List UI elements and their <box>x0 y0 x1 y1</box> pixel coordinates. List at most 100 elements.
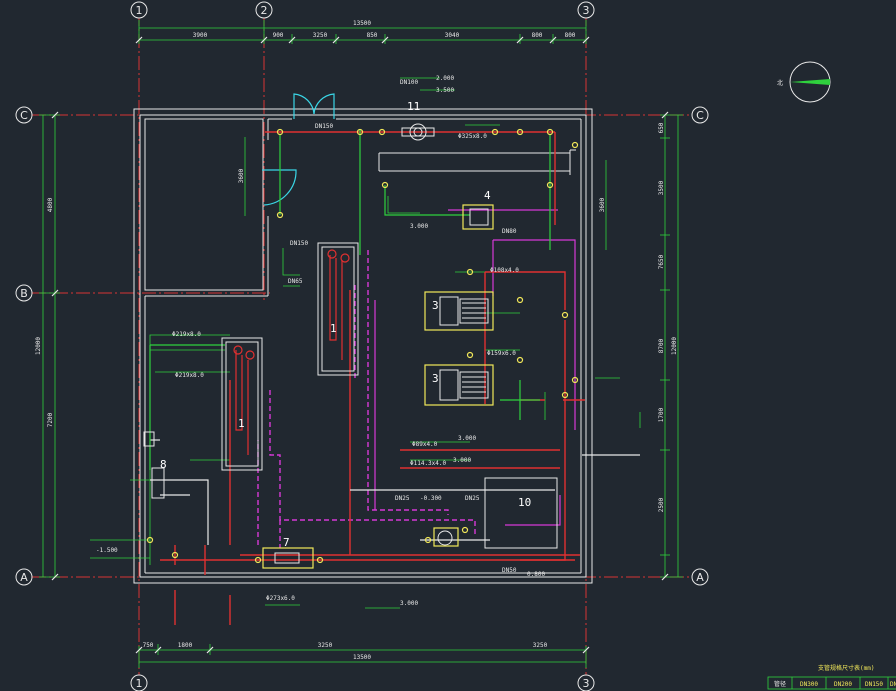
label-pipe-a: Φ219x8.0 <box>172 331 201 338</box>
dimension-ticks <box>51 36 669 654</box>
eq-label-3b: 3 <box>432 372 439 385</box>
walls <box>133 108 593 584</box>
dim-right-1: 8700 <box>658 338 665 353</box>
axis-label-1-top: 1 <box>136 4 143 17</box>
label-elev-3000-c: 3.000 <box>453 457 471 464</box>
dim-r-a: 650 <box>658 122 665 133</box>
axis-label-a-right: A <box>696 571 704 584</box>
legend-title: 支管规格尺寸表(mm) <box>818 664 874 672</box>
pipes-white <box>150 439 640 545</box>
equipment-yellow <box>262 204 494 569</box>
axis-bubble-labels: 1 2 3 1 3 C B A C A <box>20 4 704 690</box>
dim-right-2: 12000 <box>671 337 678 355</box>
label-elev-0300: -0.300 <box>420 495 442 502</box>
axis-label-b-left: B <box>20 287 28 300</box>
label-dn25-b: DN25 <box>465 495 480 502</box>
label-elev-2000: 2.000 <box>436 75 454 82</box>
pipes-red <box>160 131 585 625</box>
dim-bottom-3: 3250 <box>318 642 333 649</box>
dim-r-c: 7650 <box>658 254 665 269</box>
label-elev-3000-a: 3.000 <box>410 223 428 230</box>
label-pipe-b: Φ219x8.0 <box>175 372 204 379</box>
compass-arrow-icon <box>790 79 830 85</box>
equipment-white <box>143 123 558 564</box>
axis-label-2-top: 2 <box>261 4 268 17</box>
label-pipe-d: Φ114.3x4.0 <box>410 460 447 467</box>
label-dn150-a: DN150 <box>315 123 333 130</box>
eq-label-3a: 3 <box>432 299 439 312</box>
dim-top-6: 800 <box>532 32 543 39</box>
dim-top-7: 800 <box>565 32 576 39</box>
label-pipe-g: Φ108x4.0 <box>490 267 519 274</box>
label-pipe-c: Φ159x6.0 <box>487 350 516 357</box>
label-elev-3000-b: 3.000 <box>458 435 476 442</box>
axis-lines <box>32 12 700 680</box>
dim-left-3: 12000 <box>35 337 42 355</box>
dim-door-w: 3600 <box>238 168 245 183</box>
dimension-lines <box>39 20 683 668</box>
legend-col-3: DN150 <box>865 681 883 688</box>
eq-label-1a: 1 <box>330 322 337 335</box>
pipes-magenta-solid <box>374 209 576 526</box>
north-compass: 北 <box>777 61 831 103</box>
label-elev-0800: 0.800 <box>527 571 545 578</box>
legend-col-1: DN300 <box>800 681 818 688</box>
pipe-annotations: DN150 DN150 DN100 DN80 DN65 DN25 DN25 DN… <box>96 75 545 607</box>
equipment-red-details <box>233 249 350 455</box>
dim-bottom-4: 3250 <box>533 642 548 649</box>
dim-bottom-2: 1800 <box>178 642 193 649</box>
axis-label-a-left: A <box>20 571 28 584</box>
eq-label-10: 10 <box>518 496 531 509</box>
dim-r-b: 3500 <box>658 180 665 195</box>
dim-left-2: 7200 <box>47 412 54 427</box>
pipes-magenta <box>257 250 476 548</box>
dim-top-4: 850 <box>367 32 378 39</box>
label-dn25-a: DN25 <box>395 495 410 502</box>
label-elev-1500: -1.500 <box>96 547 118 554</box>
axis-label-3-top: 3 <box>583 4 590 17</box>
label-pipe-h: Φ273x6.0 <box>266 595 295 602</box>
equipment-numbers: 1 1 3 3 4 7 8 10 11 <box>160 100 531 549</box>
label-dn80: DN80 <box>502 228 517 235</box>
dim-r-f: 3600 <box>599 197 606 212</box>
label-pipe-f: Φ89x4.0 <box>412 441 438 448</box>
axis-label-1-bottom: 1 <box>136 677 143 690</box>
legend-col-4: DN <box>890 681 896 688</box>
pipes-green <box>149 130 551 470</box>
label-dn100: DN100 <box>400 79 418 86</box>
legend-table: 支管规格尺寸表(mm) 管径 DN300 DN200 DN150 DN <box>767 664 896 690</box>
dim-top-3: 3250 <box>313 32 328 39</box>
axis-label-c-right: C <box>696 109 704 122</box>
eq-label-1b: 1 <box>238 417 245 430</box>
axis-bubbles <box>15 1 709 691</box>
dim-total-top: 13500 <box>353 20 371 27</box>
dim-r-d: 1700 <box>658 407 665 422</box>
dimension-texts: 13500 3900 900 3250 850 3040 800 800 135… <box>35 20 678 661</box>
eq-label-8: 8 <box>160 458 167 471</box>
dim-top-2: 900 <box>273 32 284 39</box>
dim-left-1: 4800 <box>47 197 54 212</box>
label-dn150-b: DN150 <box>290 240 308 247</box>
eq-label-7: 7 <box>283 536 290 549</box>
valve-symbols <box>146 128 579 564</box>
dim-r-e: 2500 <box>658 497 665 512</box>
compass-north-label: 北 <box>777 79 783 87</box>
eq-label-4: 4 <box>484 189 491 202</box>
axis-label-3-bottom: 3 <box>583 677 590 690</box>
legend-col-2: DN200 <box>834 681 852 688</box>
dim-total-bottom: 13500 <box>353 654 371 661</box>
dim-top-1: 3900 <box>193 32 208 39</box>
label-dn50: DN50 <box>502 567 517 574</box>
dim-top-5: 3040 <box>445 32 460 39</box>
dim-bottom-1: 750 <box>143 642 154 649</box>
legend-col-0: 管径 <box>774 680 786 688</box>
doors <box>262 93 335 206</box>
label-dn65: DN65 <box>288 278 303 285</box>
label-elev-3000-d: 3.000 <box>400 600 418 607</box>
axis-label-c-left: C <box>20 109 28 122</box>
eq-label-11: 11 <box>407 100 420 113</box>
label-elev-3500: 3.500 <box>436 87 454 94</box>
label-pipe-e: Φ325x8.0 <box>458 133 487 140</box>
